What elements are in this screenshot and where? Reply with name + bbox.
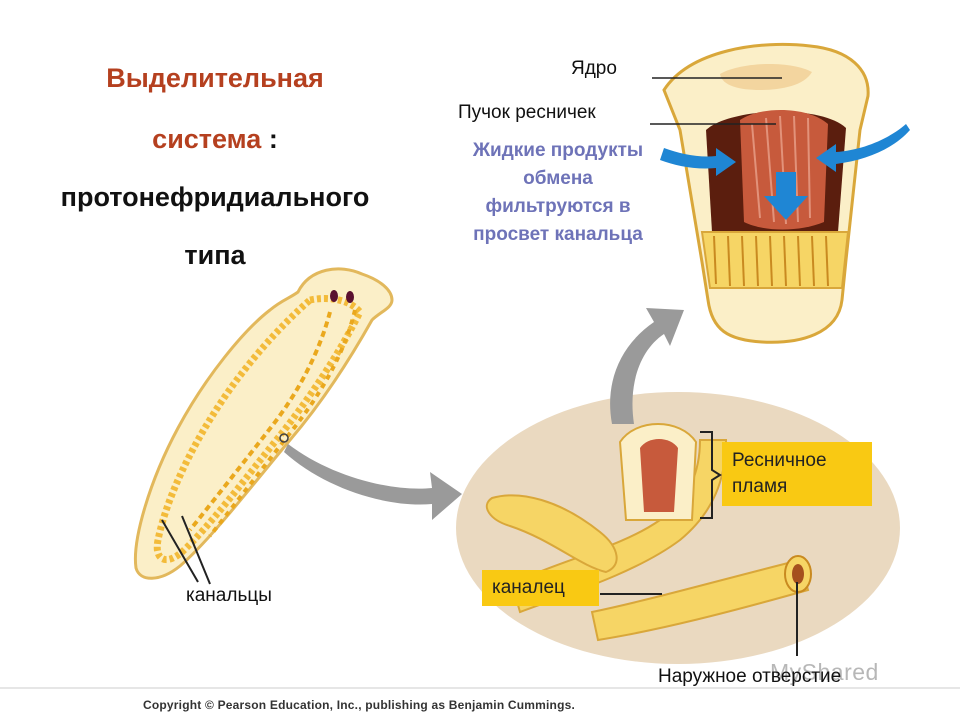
leader-line-canals-2 [181,515,211,585]
inflow-arrow-right-icon [816,124,910,172]
flatworm-illustration [133,267,394,585]
detail-oval [456,392,900,664]
zoom-arrow-to-detail [284,444,462,520]
label-canals: канальцы [186,585,272,606]
flame-cell-side [485,494,618,574]
detail-marker-circle [279,433,289,443]
label-nucleus: Ядро [571,58,617,79]
title-colon: : [261,124,278,154]
label-flame-cell: Ресничное пламя [722,442,872,506]
downflow-arrow-icon [764,172,808,220]
zoom-arrow-to-flame [610,308,684,424]
leader-line-canals-1 [161,519,199,583]
eyespot-right-icon [346,291,354,303]
title-line-2: система : [0,124,430,155]
canal-opening-hole [792,564,804,584]
watermark-text: MyShared [770,659,879,685]
canal-tube-main [590,558,810,642]
nucleus-shape [720,63,812,90]
canal-tube-branch [510,439,728,614]
collar-rods [713,235,829,287]
title-line-3: протонефридиального [60,182,370,212]
eyespot-left-icon [330,290,338,302]
flame-bracket [700,431,722,519]
title-line-1: Выделительная [106,63,324,93]
inflow-arrow-left-icon [660,148,736,176]
title-line-4: типа [184,240,246,270]
title-system-word: система [152,124,262,154]
label-external-pore: Наружное отверстие [658,666,842,687]
label-canal: каналец [482,570,599,606]
label-cilia-bundle: Пучок ресничек [458,102,596,123]
flame-cell-enlarged [660,42,910,344]
cilia-bundle-shape [740,109,828,230]
flame-cilia-small [640,439,678,512]
copyright-footer: Copyright © Pearson Education, Inc., pub… [143,698,576,712]
caption-filtration: Жидкие продукты обмена фильтруются в про… [472,140,644,245]
